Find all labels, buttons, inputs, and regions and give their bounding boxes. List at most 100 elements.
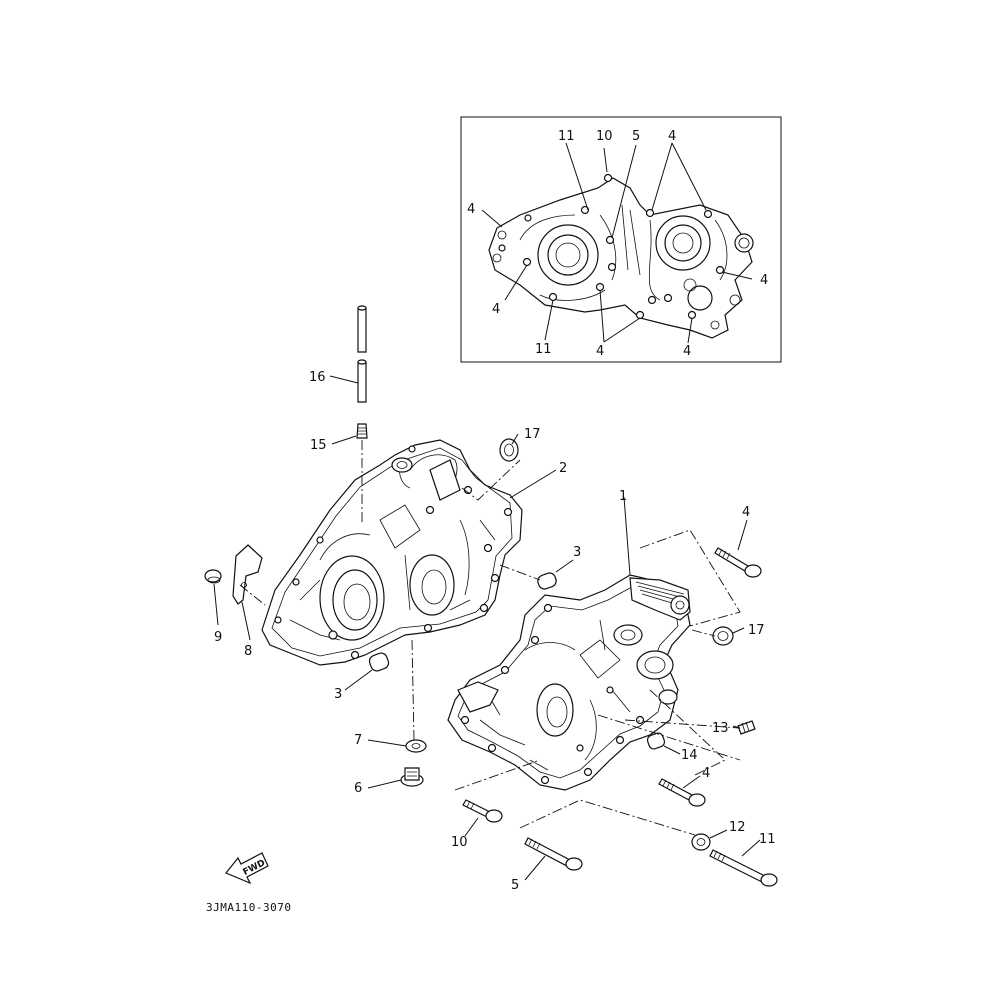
part-10-bolt — [462, 799, 503, 823]
align-line — [597, 714, 741, 761]
bolt-thread — [713, 850, 726, 862]
label-4-lower: 4 — [702, 766, 710, 781]
right-case-bolt-lug — [500, 665, 510, 675]
leader — [682, 775, 701, 789]
part-6-drain-bolt — [400, 767, 424, 787]
inset-panel: 11 10 5 4 4 4 4 11 4 4 — [460, 116, 782, 363]
right-case-bore-inner — [644, 656, 666, 674]
inset-leader — [611, 144, 637, 239]
right-case-side-hole — [658, 689, 678, 705]
drain-bolt-head — [404, 767, 420, 781]
align-line — [499, 564, 541, 581]
washer-outer — [691, 833, 711, 851]
right-case-boss — [613, 624, 643, 646]
inset-label-4-left: 4 — [467, 202, 475, 217]
label-12: 12 — [729, 820, 746, 835]
right-case-bolt-lug — [460, 715, 470, 725]
label-3-lower: 3 — [334, 687, 342, 702]
part-13-stud — [737, 720, 756, 735]
right-case-bolt-lug — [543, 603, 553, 613]
part-11-bolt — [709, 849, 778, 887]
inset-hole — [687, 285, 713, 311]
right-case-web — [469, 639, 621, 746]
inset-bolt-hole — [603, 173, 613, 183]
inset-label-4-lowerleft: 4 — [492, 302, 500, 317]
label-15: 15 — [310, 438, 327, 453]
inset-label-11-bottom: 11 — [535, 342, 552, 357]
right-crankcase-half — [447, 574, 691, 791]
left-case-bolt-lug — [316, 536, 324, 544]
align-line — [639, 529, 741, 627]
right-case-web — [529, 619, 631, 771]
leader — [344, 669, 373, 691]
inset-bolt-hole — [522, 257, 532, 267]
inset-bolt-hole — [715, 265, 725, 275]
main-labels: 16 15 17 2 1 4 3 17 9 8 3 13 7 14 4 6 10… — [214, 370, 776, 893]
inset-label-4-right: 4 — [760, 273, 768, 288]
right-case-bolt-lug — [583, 767, 593, 777]
inset-bolt-hole — [703, 209, 713, 219]
leader — [737, 519, 748, 551]
inset-bolt-hole — [647, 295, 657, 305]
part-8-bracket — [232, 544, 263, 605]
inset-frame — [460, 116, 782, 363]
bracket-hole — [241, 582, 247, 588]
left-case-web — [404, 519, 496, 611]
leader — [709, 829, 728, 839]
part-9-bolt — [204, 569, 222, 584]
leader — [663, 745, 681, 755]
inset-bolt-hole — [605, 235, 615, 245]
left-case-bolt-lug — [350, 650, 360, 660]
leader — [213, 583, 219, 626]
left-case-second-bore-inner — [421, 569, 447, 605]
label-4-upper: 4 — [742, 505, 750, 520]
label-16: 16 — [309, 370, 326, 385]
part-4-bolt-upper — [714, 547, 762, 578]
bolt-shank — [524, 837, 571, 867]
leader — [524, 855, 546, 881]
part-3-dowel-upper — [537, 572, 557, 590]
leader — [329, 375, 359, 384]
label-6: 6 — [354, 781, 362, 796]
washer-outer — [405, 739, 427, 753]
right-case-left-flange — [457, 681, 499, 713]
right-case-bolt-lug — [576, 744, 584, 752]
inset-bolt-hole — [580, 205, 590, 215]
inset-hole — [710, 320, 720, 330]
right-case-bore — [636, 650, 674, 680]
left-case-bolt-lug — [408, 445, 416, 453]
right-case-bolt-lug — [530, 635, 540, 645]
main-leaders — [213, 375, 761, 881]
left-case-top-boss — [391, 457, 413, 473]
leader — [555, 559, 574, 573]
part-4-bolt-lower — [658, 778, 706, 807]
inset-hole — [492, 253, 502, 263]
left-case-bolt-lug — [479, 603, 489, 613]
inset-leader — [481, 209, 503, 228]
stud-body — [737, 720, 756, 735]
inset-label-11-top: 11 — [558, 129, 575, 144]
bracket-body — [232, 544, 263, 605]
part-5-bolt — [524, 837, 583, 871]
right-case-bolt-lug — [635, 715, 645, 725]
stud-thread — [741, 721, 750, 733]
inset-bolt-hole — [498, 244, 506, 252]
dowel-body — [537, 572, 557, 590]
left-case-top-neck — [429, 459, 461, 501]
inset-leader — [544, 299, 554, 341]
label-5: 5 — [511, 878, 519, 893]
part-7-washer — [405, 739, 427, 753]
tube-lower-end — [357, 359, 367, 365]
label-11: 11 — [759, 832, 776, 847]
bolt-head — [744, 564, 762, 578]
left-case-bearing-inner — [332, 569, 378, 631]
label-9: 9 — [214, 630, 222, 645]
washer-inner — [411, 743, 421, 749]
bolt-flange — [207, 576, 221, 584]
leader — [464, 817, 479, 837]
bolt-thread — [662, 779, 675, 791]
leader — [732, 725, 741, 729]
inset-right-bore-core — [672, 232, 694, 254]
leader — [241, 601, 251, 641]
inset-rib — [648, 219, 728, 301]
